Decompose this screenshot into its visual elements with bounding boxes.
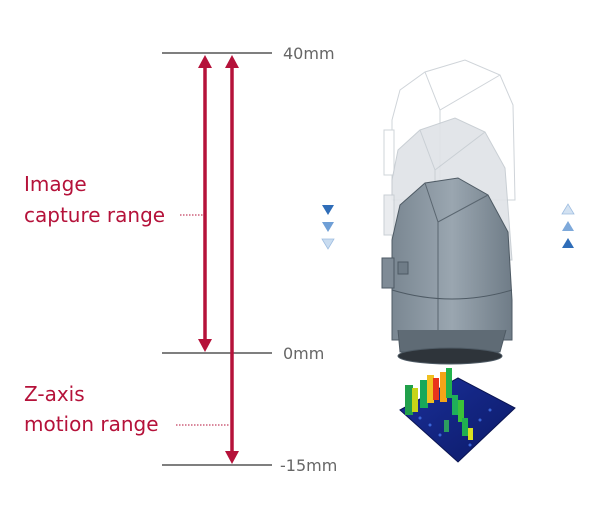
sensor-head-body bbox=[381, 177, 513, 365]
image-capture-label-line2: capture range bbox=[24, 203, 165, 227]
triangle-down-icon bbox=[321, 205, 335, 250]
sensor-head-illustration bbox=[381, 59, 516, 365]
z-axis-motion-range-label: Z-axis motion range bbox=[24, 382, 230, 436]
z-axis-label-line1: Z-axis bbox=[24, 382, 85, 406]
image-capture-label-line1: Image bbox=[24, 172, 87, 196]
z-axis-motion-range-arrow bbox=[225, 55, 239, 464]
mark-label-middle: 0mm bbox=[283, 344, 324, 363]
image-capture-range-label: Image capture range bbox=[24, 172, 203, 227]
mark-label-bottom: -15mm bbox=[280, 456, 337, 475]
z-axis-label-line2: motion range bbox=[24, 412, 159, 436]
scale-lines bbox=[162, 52, 272, 466]
triangle-up-icon bbox=[561, 203, 575, 248]
mark-label-top: 40mm bbox=[283, 44, 335, 63]
height-map-peaks bbox=[405, 368, 473, 440]
image-capture-range-arrow bbox=[198, 55, 212, 352]
height-map-dots bbox=[418, 408, 492, 447]
3d-height-map-illustration bbox=[399, 368, 516, 463]
